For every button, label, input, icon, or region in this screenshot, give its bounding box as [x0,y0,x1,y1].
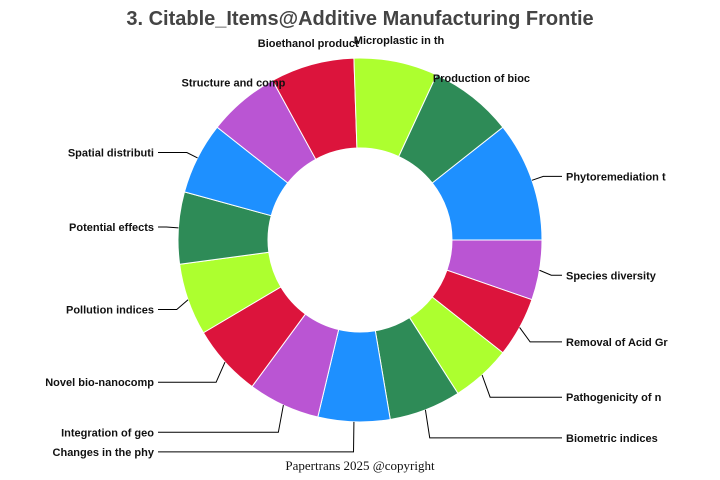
leader-line-novel-bio-nanocomp [158,361,226,383]
slice-label-potential-effects: Potential effects [69,222,154,234]
leader-line-pollution-indices [158,299,189,311]
slice-label-novel-bio-nanocomp: Novel bio-nanocomp [45,377,154,389]
slice-label-species-diversity: Species diversity [566,270,657,282]
slice-label-pollution-indices: Pollution indices [66,305,154,317]
slice-label-production-of-bioc: Production of bioc [433,73,530,85]
slice-label-changes-in-the-phy: Changes in the phy [53,447,155,459]
leader-line-removal-of-acid-gr [519,327,562,343]
slice-label-structure-and-comp: Structure and comp [182,77,286,89]
leader-line-biometric-indices [424,409,562,439]
slice-label-microplastic-in-th: Microplastic in th [354,35,445,47]
leader-line-phytoremediation-t [531,175,562,181]
leader-line-species-diversity [539,269,562,276]
slice-label-spatial-distributi: Spatial distributi [68,148,154,160]
slice-production-of-bioc [398,74,504,184]
slices-group [177,57,543,423]
slice-label-biometric-indices: Biometric indices [566,433,658,445]
leader-line-potential-effects [158,226,179,229]
chart-title: 3. Citable_Items@Additive Manufacturing … [126,8,593,30]
leader-lines-group [158,152,562,453]
slice-label-bioethanol-product: Bioethanol product [258,38,359,50]
copyright-footer: Papertrans 2025 @copyright [285,458,435,473]
slice-label-removal-of-acid-gr: Removal of Acid Gr [566,337,668,349]
leader-line-changes-in-the-phy [158,421,355,453]
slice-labels-group: Phytoremediation t Species diversityRemov… [45,35,668,459]
leader-line-spatial-distributi [158,152,198,159]
leader-line-integration-of-geo [158,404,284,433]
leader-line-pathogenicity-of-n [481,374,562,398]
slice-label-pathogenicity-of-n: Pathogenicity of n [566,392,662,404]
slice-label-phytoremediation-t: Phytoremediation t [566,171,666,183]
slice-label-integration-of-geo: Integration of geo [61,427,154,439]
